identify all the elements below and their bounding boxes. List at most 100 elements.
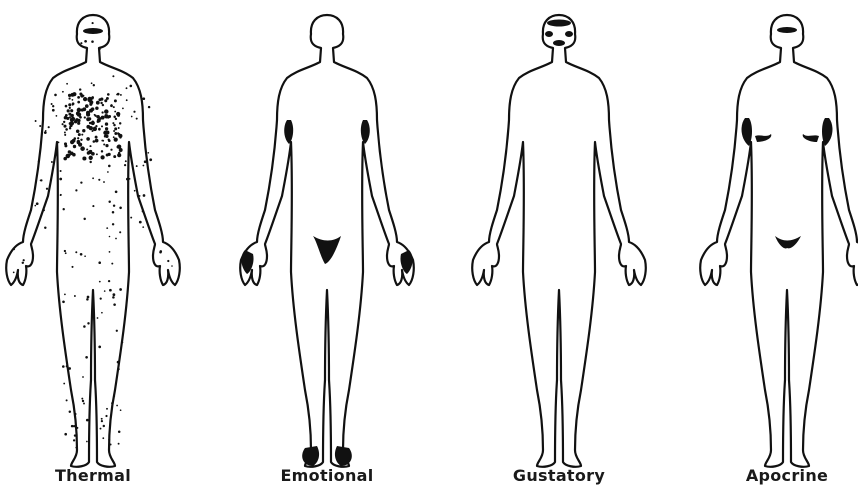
sweat-dot (76, 427, 78, 429)
sweat-dot (100, 155, 104, 159)
sweat-dot (64, 433, 67, 436)
sweat-dot (105, 415, 107, 417)
sweat-dot (92, 177, 94, 179)
sweat-dot (120, 409, 122, 411)
sweat-dot (106, 408, 108, 410)
sweat-dot (85, 356, 88, 359)
sweat-dot (109, 236, 111, 238)
sweat-dot (113, 155, 116, 158)
sweat-dot (148, 106, 150, 108)
sweat-dot (125, 160, 127, 162)
sweat-dot (109, 251, 111, 253)
sweat-dot (91, 122, 94, 125)
sweat-dot (108, 200, 110, 202)
sweat-dot (102, 104, 104, 106)
sweat-dot (98, 261, 101, 264)
sweat-dot (116, 405, 118, 407)
sweat-dot (107, 93, 110, 96)
sweat-dot (120, 94, 122, 96)
sweat-dot (81, 134, 83, 136)
sweat-dot (126, 99, 128, 101)
sweat-dot (94, 114, 96, 116)
sweat-dot (39, 125, 41, 127)
sweat-dot (48, 126, 50, 128)
sweat-dot (60, 170, 62, 172)
sweat-dot (89, 145, 91, 147)
label-apocrine: Apocrine (687, 466, 858, 485)
sweat-dot (62, 123, 64, 125)
sweat-region-face-gustatory (545, 20, 573, 47)
sweat-dot (115, 118, 117, 120)
figure-thermal (6, 15, 180, 467)
sweat-dot (139, 221, 142, 224)
sweat-dot (43, 209, 45, 211)
sweat-region-groin-emotional (313, 236, 341, 264)
sweat-dot (77, 101, 80, 104)
sweat-dot (83, 325, 86, 328)
sweat-dot (114, 127, 117, 130)
sweat-dot (136, 165, 138, 167)
sweat-dot (77, 122, 80, 125)
sweat-dot (79, 88, 81, 90)
sweat-dot (74, 434, 76, 436)
sweat-dot (77, 96, 80, 99)
sweat-dot (142, 210, 144, 212)
sweat-dot (112, 223, 114, 225)
sweat-dot (65, 105, 68, 108)
sweat-dot (80, 253, 83, 256)
sweat-dot (82, 400, 84, 402)
sweat-dot (101, 150, 103, 152)
sweat-dot (62, 91, 64, 93)
sweat-dot (83, 97, 87, 101)
sweat-dot (51, 103, 53, 105)
sweat-dot (113, 130, 115, 132)
sweat-dot (113, 293, 116, 296)
sweat-region-axilla-emotional (284, 120, 370, 144)
sweat-dot (22, 262, 24, 264)
sweat-dot (98, 98, 101, 101)
sweat-dot (68, 97, 70, 99)
sweat-dot (71, 425, 74, 428)
sweat-dot (142, 165, 144, 167)
sweat-dot (93, 127, 97, 131)
sweat-dot (86, 117, 90, 121)
sweat-dot (44, 131, 47, 134)
sweat-dot (69, 107, 71, 109)
sweat-dot (63, 157, 67, 161)
sweat-dot (84, 40, 87, 43)
sweat-dot (86, 441, 88, 443)
sweat-dot (98, 179, 100, 181)
sweat-dot (73, 439, 75, 441)
sweat-dot (54, 94, 57, 97)
sweat-dot (70, 140, 74, 144)
sweat-dot (142, 97, 145, 100)
sweat-dot (69, 411, 71, 413)
sweat-dot (77, 112, 81, 116)
sweat-dots-thermal (13, 22, 173, 448)
sweat-dot (55, 154, 57, 156)
body-outline-gustatory (472, 15, 646, 467)
sweat-dot (119, 231, 121, 233)
sweat-dot (62, 300, 65, 303)
sweat-dot (104, 290, 106, 292)
sweat-dot (64, 144, 67, 147)
sweat-dot (77, 140, 81, 144)
sweat-dot (113, 395, 115, 397)
sweat-dot (78, 133, 81, 136)
body-outline-thermal (6, 15, 180, 467)
sweat-dot (95, 106, 98, 109)
sweat-dot (100, 428, 102, 430)
sweat-dot (122, 108, 124, 110)
sweat-dot (80, 42, 82, 44)
sweat-dot (82, 129, 85, 132)
sweat-dot (60, 194, 62, 196)
sweat-dot (142, 226, 144, 228)
sweat-dot (101, 418, 103, 420)
sweat-dot (76, 130, 80, 134)
sweat-dot (108, 165, 111, 168)
sweat-dot (65, 252, 67, 254)
sweat-dot (95, 136, 98, 139)
sweat-dot (71, 114, 74, 117)
sweat-dot (111, 402, 113, 404)
sweat-dot (86, 298, 89, 301)
